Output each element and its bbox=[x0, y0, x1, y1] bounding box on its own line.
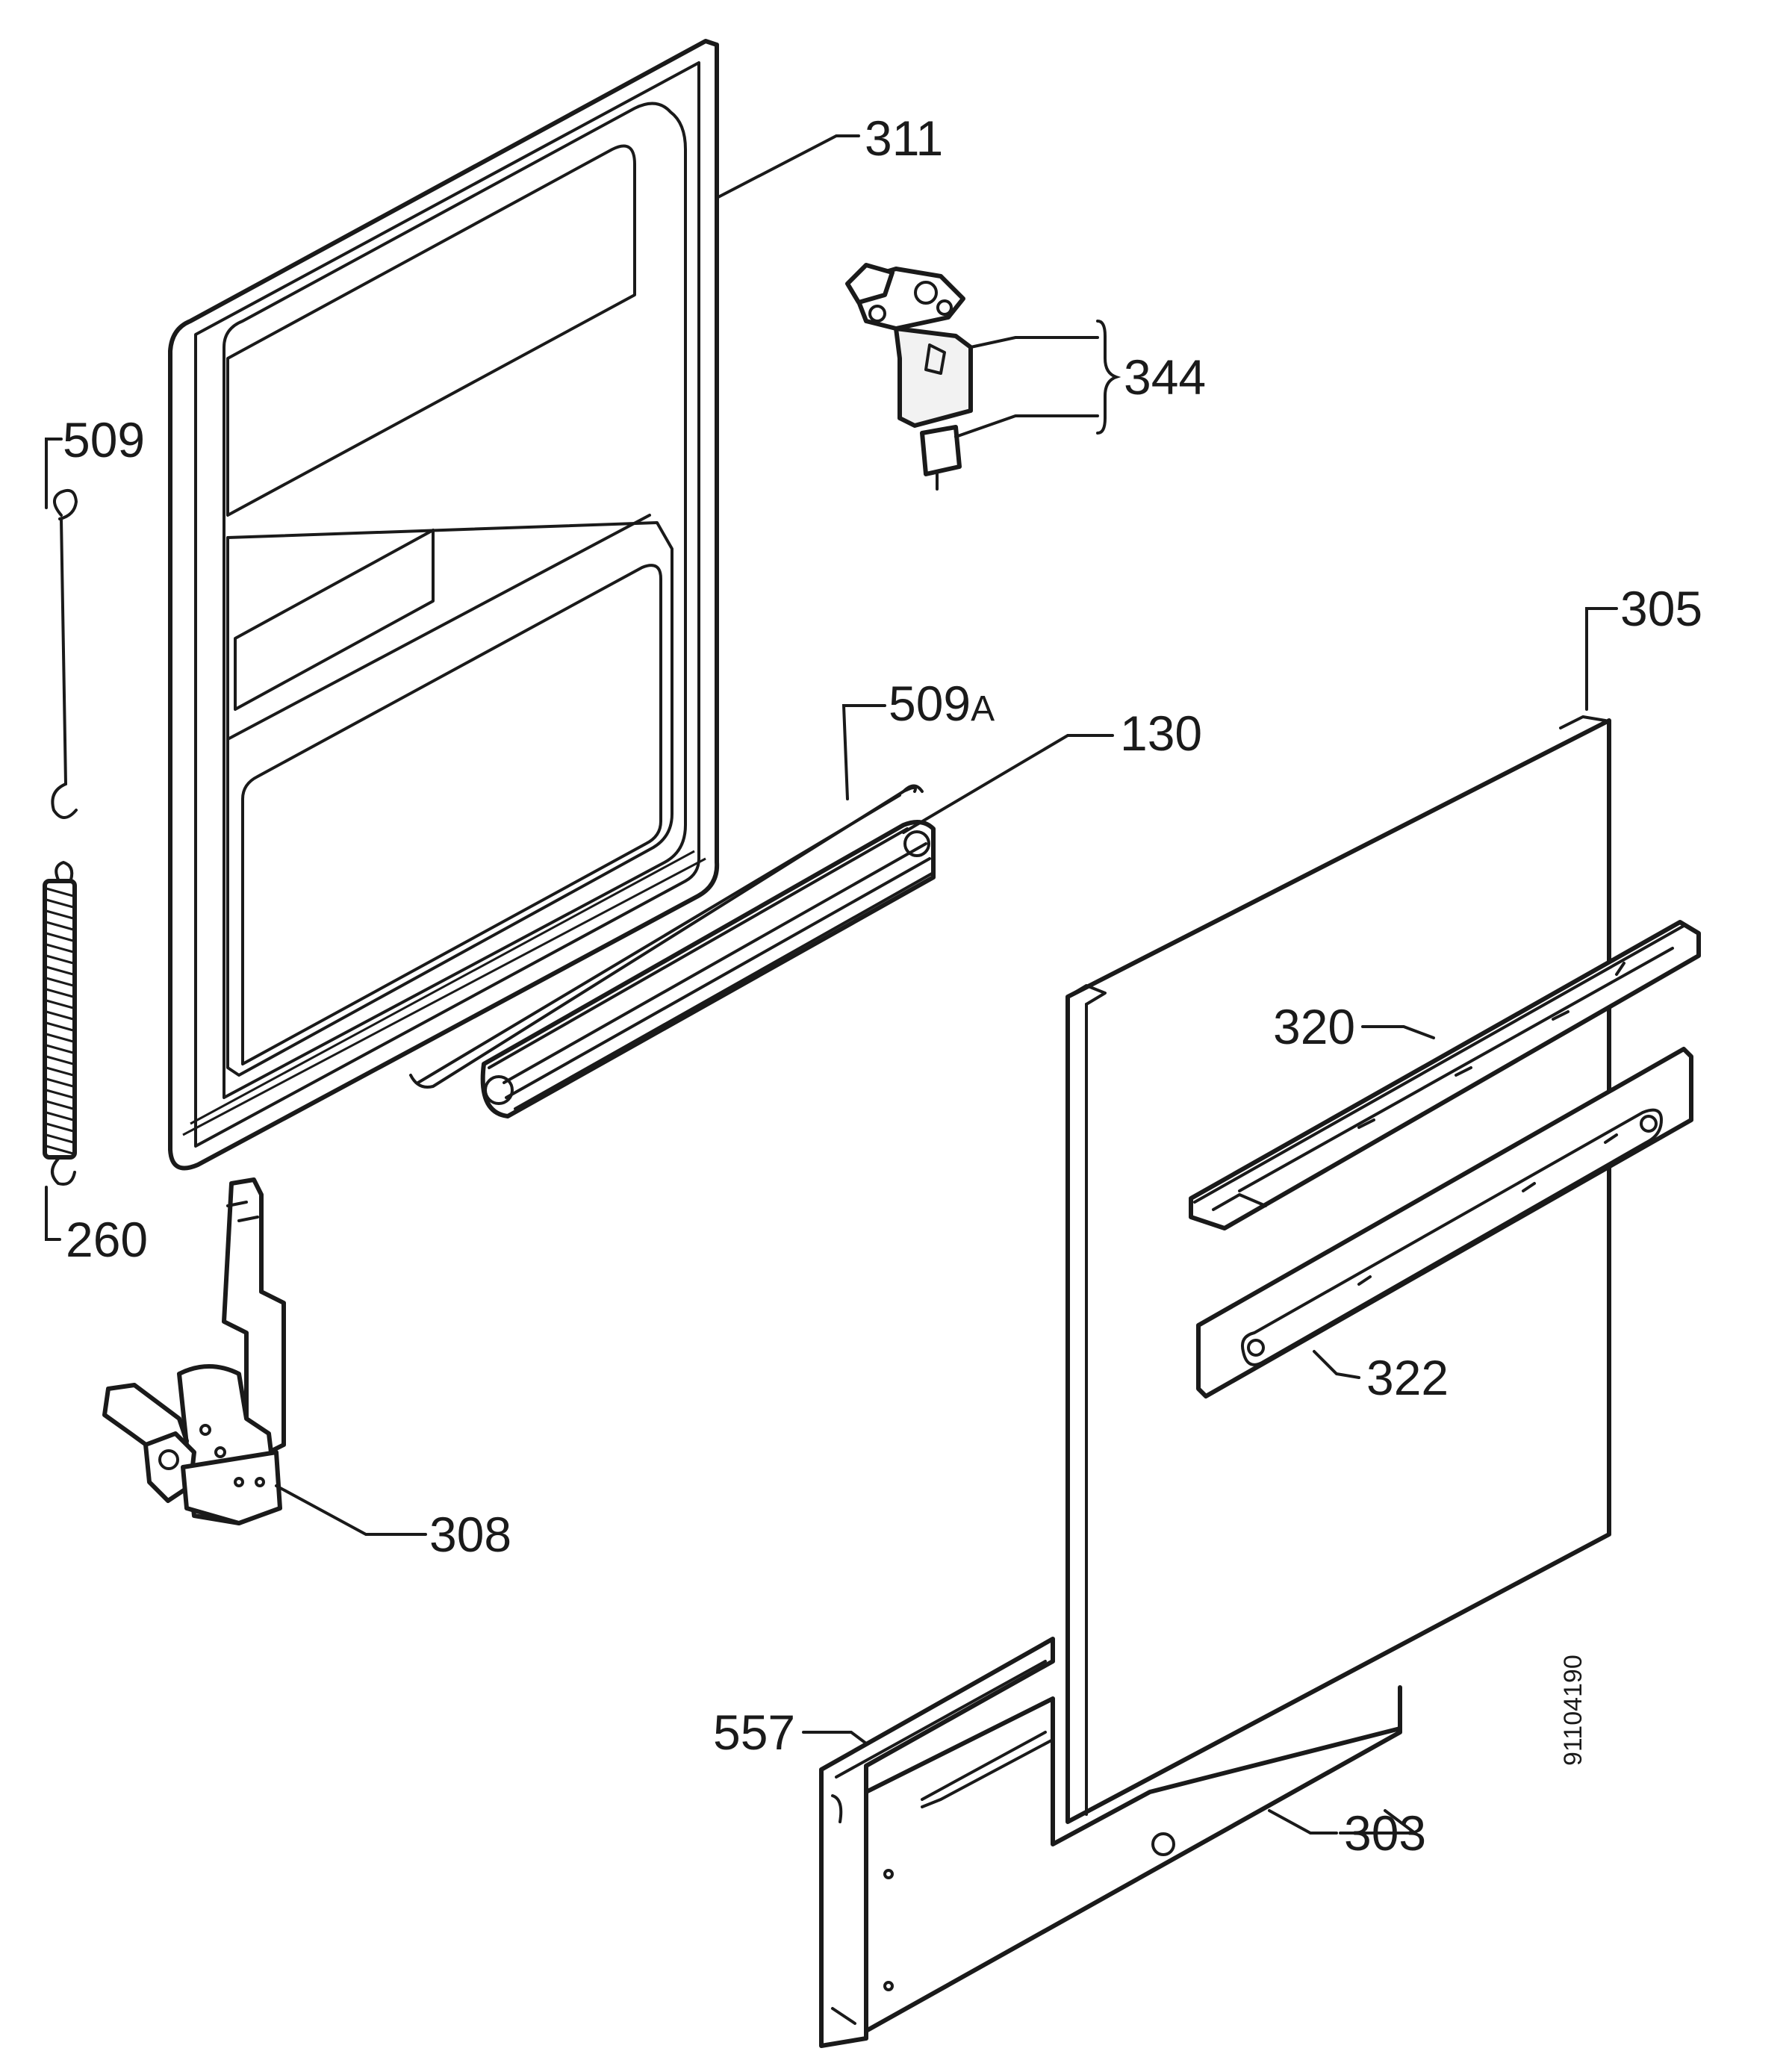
callout-322: 322 bbox=[1366, 1350, 1449, 1405]
callout-303: 303 bbox=[1344, 1805, 1426, 1861]
callout-509: 509 bbox=[63, 412, 145, 467]
wire-rod-509a bbox=[409, 784, 924, 1089]
door-lock-344 bbox=[845, 263, 973, 491]
callout-509a-number: 509 bbox=[889, 676, 971, 731]
callout-311: 311 bbox=[865, 111, 943, 166]
callout-260: 260 bbox=[66, 1212, 148, 1267]
hinge-308 bbox=[102, 1177, 286, 1525]
leader-lines bbox=[45, 134, 1618, 1835]
callout-305: 305 bbox=[1620, 581, 1702, 636]
callout-308: 308 bbox=[429, 1507, 511, 1562]
callout-344: 344 bbox=[1124, 349, 1206, 405]
inner-door-panel-311 bbox=[168, 39, 720, 1171]
spring-hook-509 bbox=[51, 489, 78, 819]
side-panel-557 bbox=[819, 1637, 1055, 2048]
callout-509a-suffix: A bbox=[971, 689, 995, 729]
door-seal-130 bbox=[480, 820, 936, 1118]
coil-spring-260 bbox=[43, 861, 77, 1186]
handle-bar-320 bbox=[1189, 920, 1701, 1230]
plinth-bar-303 bbox=[864, 1685, 1402, 2033]
document-number: 91104190 bbox=[1559, 1655, 1587, 1766]
callout-557: 557 bbox=[713, 1705, 795, 1760]
callout-509a: 509A bbox=[889, 676, 995, 731]
callout-130: 130 bbox=[1120, 706, 1202, 761]
handle-rail-322 bbox=[1196, 1047, 1693, 1398]
callout-320: 320 bbox=[1273, 999, 1355, 1054]
